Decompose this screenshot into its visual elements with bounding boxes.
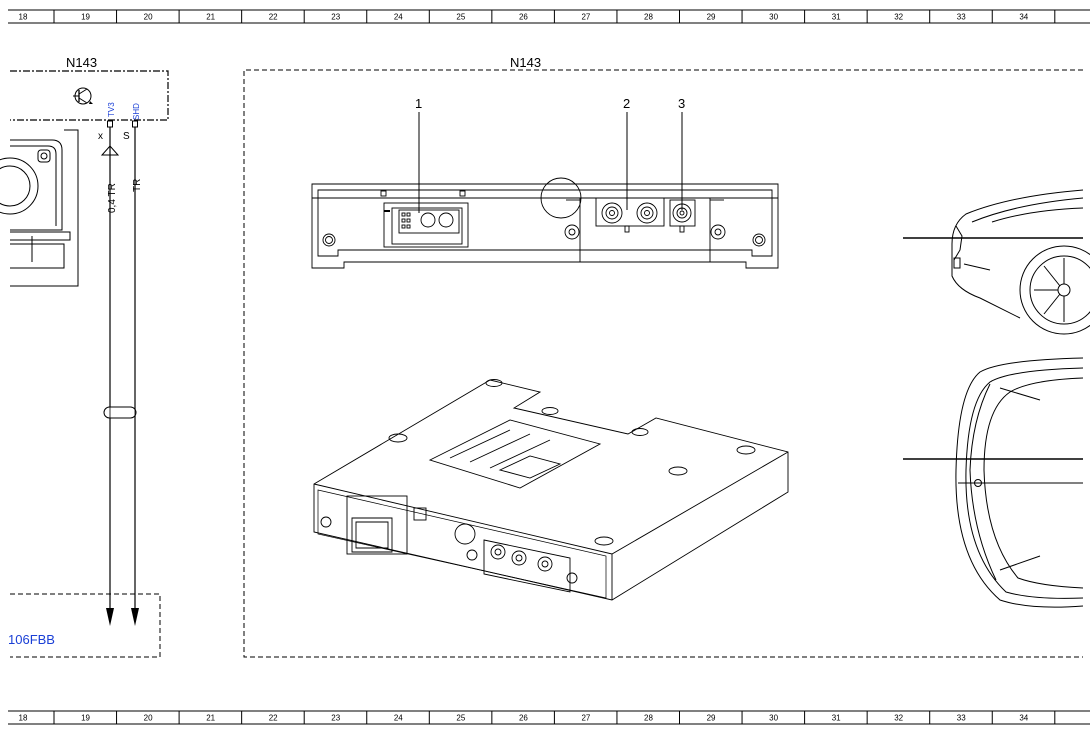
pin-letter-x: x — [98, 131, 103, 142]
top-ruler-column-31: 31 — [832, 13, 841, 22]
bottom-ruler-column-34: 34 — [1019, 714, 1028, 723]
top-ruler-column-27: 27 — [581, 13, 590, 22]
bottom-column-ruler: 18 19 20 21 22 23 24 25 26 27 28 29 30 31 32 33 34 — [8, 710, 1090, 725]
left-component-n143: N143 TV3 SHD x S — [0, 55, 169, 658]
vehicle-front-picture — [951, 189, 1090, 335]
bottom-ruler-column-28: 28 — [644, 714, 653, 723]
reference-label: 106FBB — [8, 632, 55, 647]
callout-1: 1 — [415, 96, 422, 111]
bottom-ruler-column-20: 20 — [144, 714, 153, 723]
bottom-ruler-column-29: 29 — [707, 714, 716, 723]
bottom-ruler-column-23: 23 — [331, 714, 340, 723]
pin-connector-tv3 — [107, 120, 113, 128]
top-ruler-column-21: 21 — [206, 13, 215, 22]
top-ruler-column-19: 19 — [81, 13, 90, 22]
wire-shd — [131, 127, 139, 626]
bottom-ruler-column-21: 21 — [206, 714, 215, 723]
transistor-icon — [73, 87, 93, 105]
top-ruler-column-32: 32 — [894, 13, 903, 22]
top-ruler-column-20: 20 — [144, 13, 153, 22]
module-front-view — [311, 177, 779, 269]
module-isometric-view — [313, 379, 789, 601]
pin-letter-s: S — [123, 131, 130, 142]
bottom-ruler-column-32: 32 — [894, 714, 903, 723]
head-unit-picture — [0, 129, 79, 287]
top-ruler-column-18: 18 — [19, 13, 28, 22]
vehicle-top-picture — [955, 357, 1084, 608]
top-ruler-column-29: 29 — [707, 13, 716, 22]
bottom-ruler-column-25: 25 — [456, 714, 465, 723]
pin-name-shd: SHD — [132, 103, 141, 120]
wire-label-tr: TR — [132, 179, 143, 192]
wire-label-04-tr: 0,4 TR — [107, 183, 118, 213]
wire-tv3 — [100, 127, 120, 626]
reference-box — [10, 593, 161, 658]
bottom-ruler-column-18: 18 — [19, 714, 28, 723]
top-ruler-column-33: 33 — [957, 13, 966, 22]
twisted-pair-marker — [103, 406, 137, 419]
bottom-ruler-column-27: 27 — [581, 714, 590, 723]
top-column-ruler: 18 19 20 21 22 23 24 25 26 27 28 29 30 31 32 33 34 — [8, 9, 1090, 24]
left-component-label: N143 — [66, 55, 97, 70]
top-ruler-column-30: 30 — [769, 13, 778, 22]
top-ruler-column-34: 34 — [1019, 13, 1028, 22]
detail-view-n143: N143 1 2 3 — [243, 55, 1090, 658]
detail-view-boundary — [243, 69, 1083, 658]
pin-connector-shd — [132, 120, 138, 128]
top-ruler-column-22: 22 — [269, 13, 278, 22]
detail-view-label: N143 — [510, 55, 541, 70]
bottom-ruler-column-30: 30 — [769, 714, 778, 723]
top-ruler-column-28: 28 — [644, 13, 653, 22]
bottom-ruler-column-31: 31 — [832, 714, 841, 723]
bottom-ruler-column-26: 26 — [519, 714, 528, 723]
bottom-ruler-column-33: 33 — [957, 714, 966, 723]
bottom-ruler-column-19: 19 — [81, 714, 90, 723]
top-ruler-column-25: 25 — [456, 13, 465, 22]
callout-2: 2 — [623, 96, 630, 111]
bottom-ruler-column-24: 24 — [394, 714, 403, 723]
pin-name-tv3: TV3 — [107, 102, 116, 117]
bottom-ruler-column-22: 22 — [269, 714, 278, 723]
top-ruler-column-23: 23 — [331, 13, 340, 22]
top-ruler-column-24: 24 — [394, 13, 403, 22]
component-boundary — [10, 70, 169, 121]
callout-3: 3 — [678, 96, 685, 111]
top-ruler-column-26: 26 — [519, 13, 528, 22]
